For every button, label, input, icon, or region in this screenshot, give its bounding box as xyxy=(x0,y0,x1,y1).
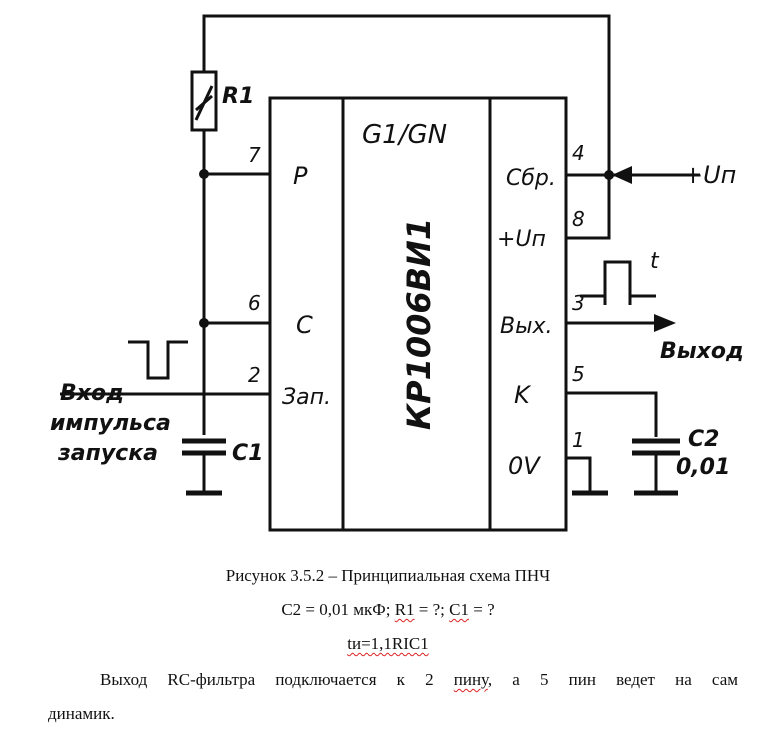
output-arrow-icon xyxy=(654,314,676,332)
paragraph-part-2: , а 5 пин ведет на сам xyxy=(487,670,738,689)
chip-block-title: G1/GN xyxy=(362,120,447,150)
pin-5-wire xyxy=(566,391,658,437)
supply-arrow-icon xyxy=(612,166,632,184)
figure-caption: Рисунок 3.5.2 – Принципиальная схема ПНЧ xyxy=(225,566,551,585)
r1-label: R1 xyxy=(222,84,254,109)
pulse-formula: tи=1,1RIC1 xyxy=(347,634,429,653)
values-r1: R1 xyxy=(394,600,415,619)
pin-7-number: 7 xyxy=(248,143,261,167)
c1-label: C1 xyxy=(232,441,263,466)
pin-4-label: Сбр. xyxy=(506,166,556,191)
paragraph-wavy-word: пину xyxy=(453,670,488,689)
values-suffix: = ? xyxy=(469,600,495,619)
pin-7-label: P xyxy=(293,162,308,190)
pin-5-number: 5 xyxy=(572,362,585,386)
values-middle: = ?; xyxy=(414,600,450,619)
pin-8-label: +Uп xyxy=(497,227,546,252)
output-label: Выход xyxy=(660,339,744,364)
chip-body xyxy=(268,96,568,532)
pin-6-label: C xyxy=(296,311,313,339)
pin-1-number: 1 xyxy=(572,428,585,452)
values-c1: C1 xyxy=(449,600,469,619)
input-label-line-1: Вход xyxy=(60,381,124,406)
values-prefix: С2 = 0,01 мкФ; xyxy=(281,600,395,619)
input-label-line-3: запуска xyxy=(57,441,158,466)
pin-2-number: 2 xyxy=(248,363,261,387)
pin-8-number: 8 xyxy=(572,207,585,231)
body-paragraph-line-2: динамик. xyxy=(48,704,115,723)
chip-name: КР1006ВИ1 xyxy=(400,218,438,430)
pin-1-wire xyxy=(566,456,592,493)
supply-voltage-label: +Uп xyxy=(683,161,736,189)
pulse-width-label: t xyxy=(650,249,660,274)
feedback-wire xyxy=(202,14,611,240)
c2-value: 0,01 xyxy=(676,455,730,480)
resistor-r1-mark xyxy=(195,94,213,112)
pin-6-number: 6 xyxy=(248,291,261,315)
pin-3-label: Вых. xyxy=(500,314,552,339)
pin-5-label: K xyxy=(514,381,532,409)
pin-2-label: Зап. xyxy=(282,385,331,410)
junction-dot xyxy=(604,170,614,180)
pin-1-label: 0V xyxy=(508,452,541,480)
c2-label: C2 xyxy=(688,427,719,452)
output-pulse-icon xyxy=(580,260,656,298)
paragraph-part-1: Выход RC-фильтра подключается к 2 xyxy=(100,670,454,689)
body-paragraph: Выход RC-фильтра подключается к 2 пину, … xyxy=(48,670,738,690)
input-label-line-2: импульса xyxy=(50,411,171,436)
values-line: С2 = 0,01 мкФ; R1 = ?; C1 = ? xyxy=(0,600,776,620)
pin-4-number: 4 xyxy=(572,141,585,165)
trigger-pulse-icon xyxy=(128,340,188,380)
circuit-schematic: G1/GN КР1006ВИ1 R1 7 P 6 C 2 Зап. Вход и… xyxy=(50,14,744,532)
